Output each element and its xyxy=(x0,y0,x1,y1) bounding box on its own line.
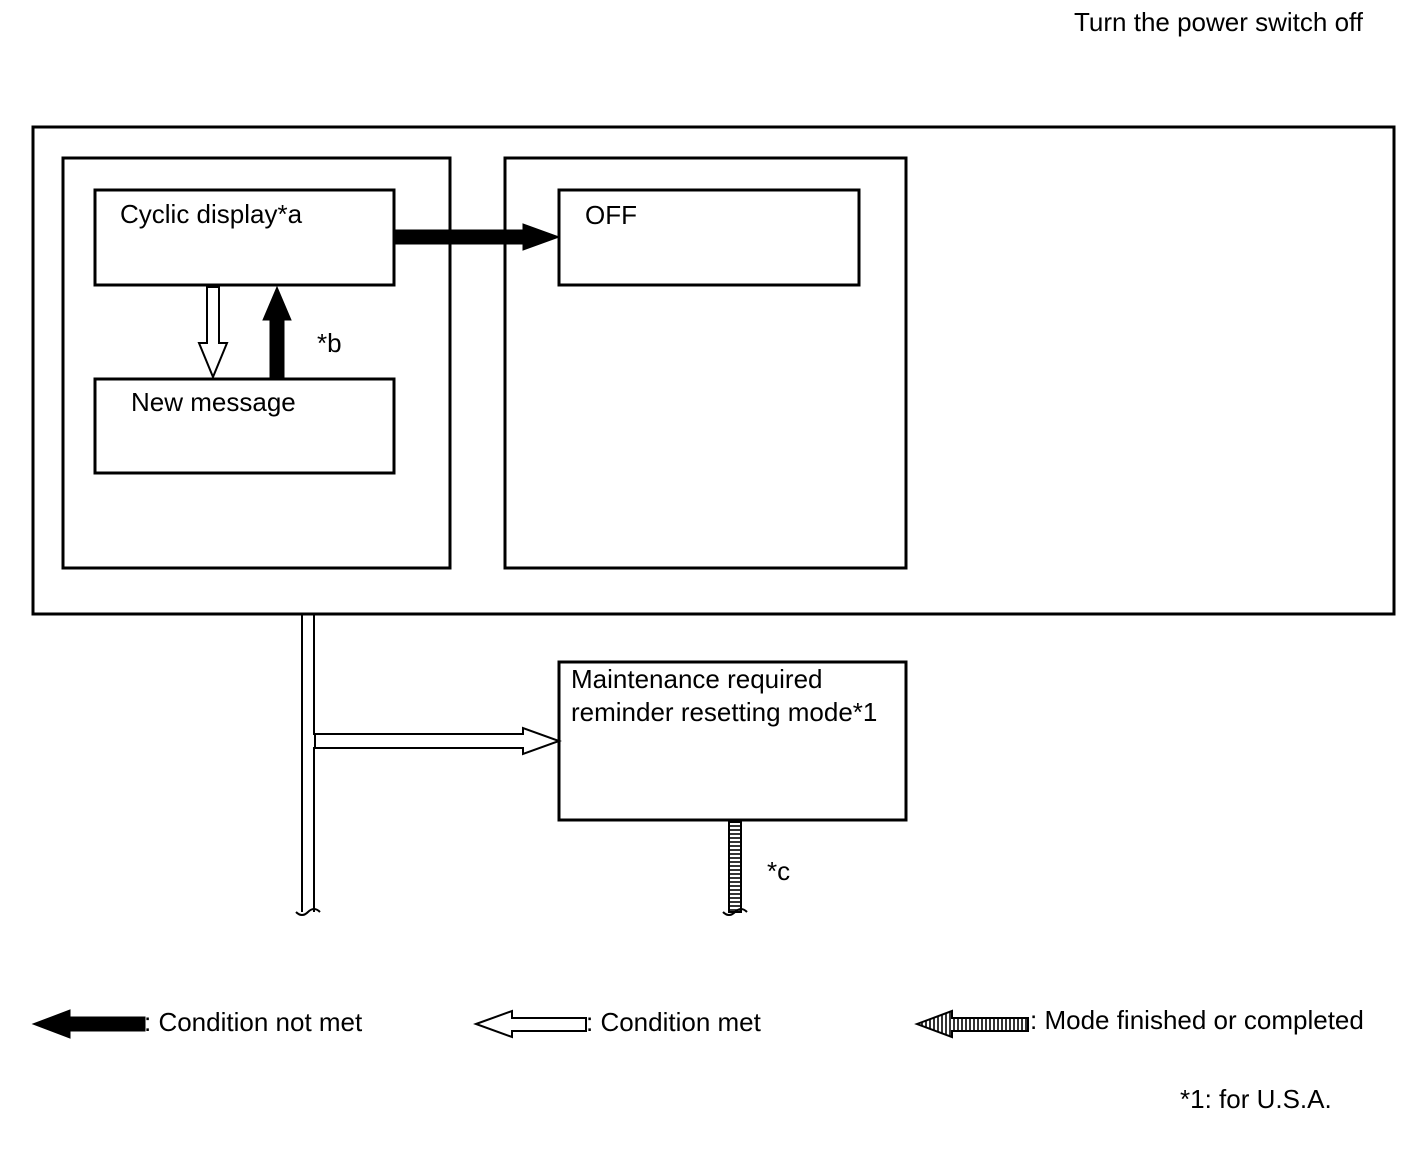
new-message-label: New message xyxy=(131,387,296,417)
maintenance-label-line1: Maintenance required xyxy=(571,664,823,694)
arrow-new-message-to-cyclic xyxy=(262,285,292,378)
cyclic-display-label: Cyclic display*a xyxy=(120,199,303,229)
off-box xyxy=(557,188,861,287)
arrow-cyclic-to-off xyxy=(394,223,561,251)
maintenance-break-mark xyxy=(722,908,748,916)
middle-group-box xyxy=(503,156,908,570)
branch-break-mark xyxy=(295,908,321,916)
legend-black-arrow xyxy=(31,1009,146,1039)
note-b: *b xyxy=(317,328,342,358)
maintenance-finished-line xyxy=(728,821,742,913)
arrow-to-maintenance xyxy=(314,726,562,756)
left-group-box xyxy=(61,156,452,570)
note-c: *c xyxy=(767,856,791,886)
power-off-label: Turn the power switch off xyxy=(1074,7,1364,37)
cyclic-display-box xyxy=(93,188,396,287)
legend-met-label: : Condition met xyxy=(586,1007,761,1037)
arrow-cyclic-to-new-message xyxy=(197,286,229,380)
footnote-usa: *1: for U.S.A. xyxy=(1180,1084,1332,1114)
outer-frame xyxy=(31,125,1396,616)
off-label: OFF xyxy=(585,200,637,230)
legend-finished-label: : Mode finished or completed xyxy=(1030,1005,1364,1035)
maintenance-label-line2: reminder resetting mode*1 xyxy=(571,697,878,727)
legend-white-arrow xyxy=(473,1009,587,1039)
legend-hatched-arrow xyxy=(914,1009,1029,1039)
new-message-box xyxy=(93,377,396,475)
branch-line-down xyxy=(301,615,315,912)
legend-not-met-label: : Condition not met xyxy=(144,1007,363,1037)
